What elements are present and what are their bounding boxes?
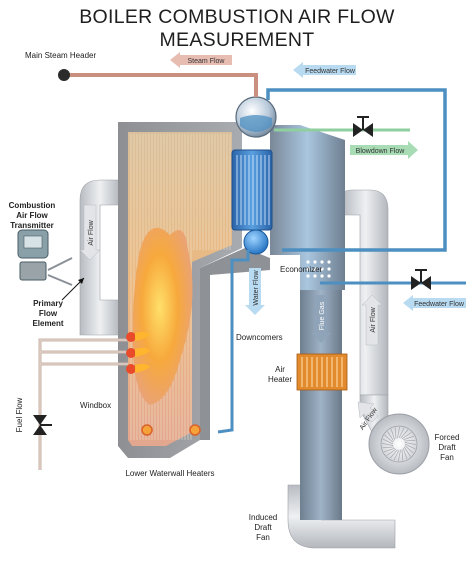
burners: [126, 331, 150, 374]
superheater-tubes: [236, 155, 270, 225]
burner-icon: [126, 331, 150, 342]
flue-gas-arrow: [311, 295, 331, 343]
blowdown-flow-arrow: [350, 141, 418, 159]
air-flow-left-arrow: [79, 204, 101, 261]
induced-draft-label-line1: Induced: [249, 513, 277, 522]
transmitter-icon[interactable]: [17, 229, 73, 286]
economizer-tubes: [306, 260, 331, 278]
mud-drum: [243, 229, 269, 255]
left-air-duct: [79, 179, 121, 336]
blowdown-flow-label: Blowdown Flow: [356, 148, 406, 155]
forced-draft-label-line2: Draft: [438, 443, 456, 452]
water-flow-arrow: [245, 268, 265, 315]
lower-waterwall-heater-left: [141, 424, 153, 436]
air-heater-elements: [301, 357, 343, 387]
fuel-flow-label: Fuel Flow: [15, 397, 24, 432]
feedwater-flow-top-arrow: [293, 62, 356, 78]
air-heater-label-line1: Air: [275, 365, 285, 374]
induced-draft-label-line2: Draft: [254, 523, 272, 532]
valve-icon[interactable]: [33, 415, 52, 435]
downcomers-label: Downcomers: [236, 333, 283, 342]
superheater: [231, 149, 273, 231]
primary-element-arrowhead: [78, 278, 84, 284]
feedwater-loop-pipe: [266, 88, 447, 252]
steam-flow-label: Steam Flow: [188, 58, 226, 65]
windbox-label: Windbox: [80, 401, 111, 410]
fan-icon[interactable]: [368, 413, 430, 475]
feedwater-flow-right-arrow: [403, 295, 466, 311]
main-steam-header-dot: [58, 69, 70, 81]
lower-waterwall-heaters-label: Lower Waterwall Heaters: [125, 469, 214, 478]
downcomer-pipe: [217, 250, 250, 434]
air-flow-right-label: Air Flow: [370, 306, 377, 332]
right-air-duct: [342, 189, 389, 396]
primary-element-label-line2: Flow: [39, 309, 58, 318]
diagram-title: BOILER COMBUSTION AIR FLOW MEASUREMENT: [79, 6, 395, 51]
air-flow-right-arrow: [361, 294, 383, 346]
air-flow-left-label: Air Flow: [88, 219, 95, 245]
feedwater-flow-right-label: Feedwater Flow: [414, 301, 465, 308]
transmitter-label-line2: Air Flow: [16, 211, 48, 220]
primary-element-label-line1: Primary: [33, 299, 63, 308]
air-flow-fan-arrow: [357, 401, 379, 423]
valve-icon[interactable]: [411, 269, 431, 290]
burner-icon: [126, 363, 150, 374]
flue-gas-label: Flue Gas: [319, 301, 326, 330]
induced-draft-label-line3: Fan: [256, 533, 270, 542]
furnace-arch: [200, 248, 270, 440]
economizer-label: Economizer: [280, 265, 323, 274]
valve-icon[interactable]: [353, 116, 373, 137]
steam-drum-water: [240, 115, 272, 132]
main-steam-header-label: Main Steam Header: [25, 51, 96, 60]
transmitter-label-line3: Transmitter: [10, 221, 54, 230]
steam-flow-arrow: [170, 52, 232, 68]
feedwater-flow-top-label: Feedwater Flow: [305, 68, 356, 75]
lower-waterwall-heater-right: [189, 424, 201, 436]
forced-draft-label-line1: Forced: [435, 433, 460, 442]
forced-draft-label-line3: Fan: [440, 453, 454, 462]
water-flow-label: Water Flow: [253, 269, 260, 305]
steam-pipe: [64, 73, 258, 97]
burner-icon: [126, 347, 150, 358]
furnace-fire: [132, 227, 193, 405]
air-heater-label-line2: Heater: [268, 375, 292, 384]
transmitter-label-line1: Combustion: [9, 201, 56, 210]
primary-element-label-line3: Element: [32, 319, 63, 328]
